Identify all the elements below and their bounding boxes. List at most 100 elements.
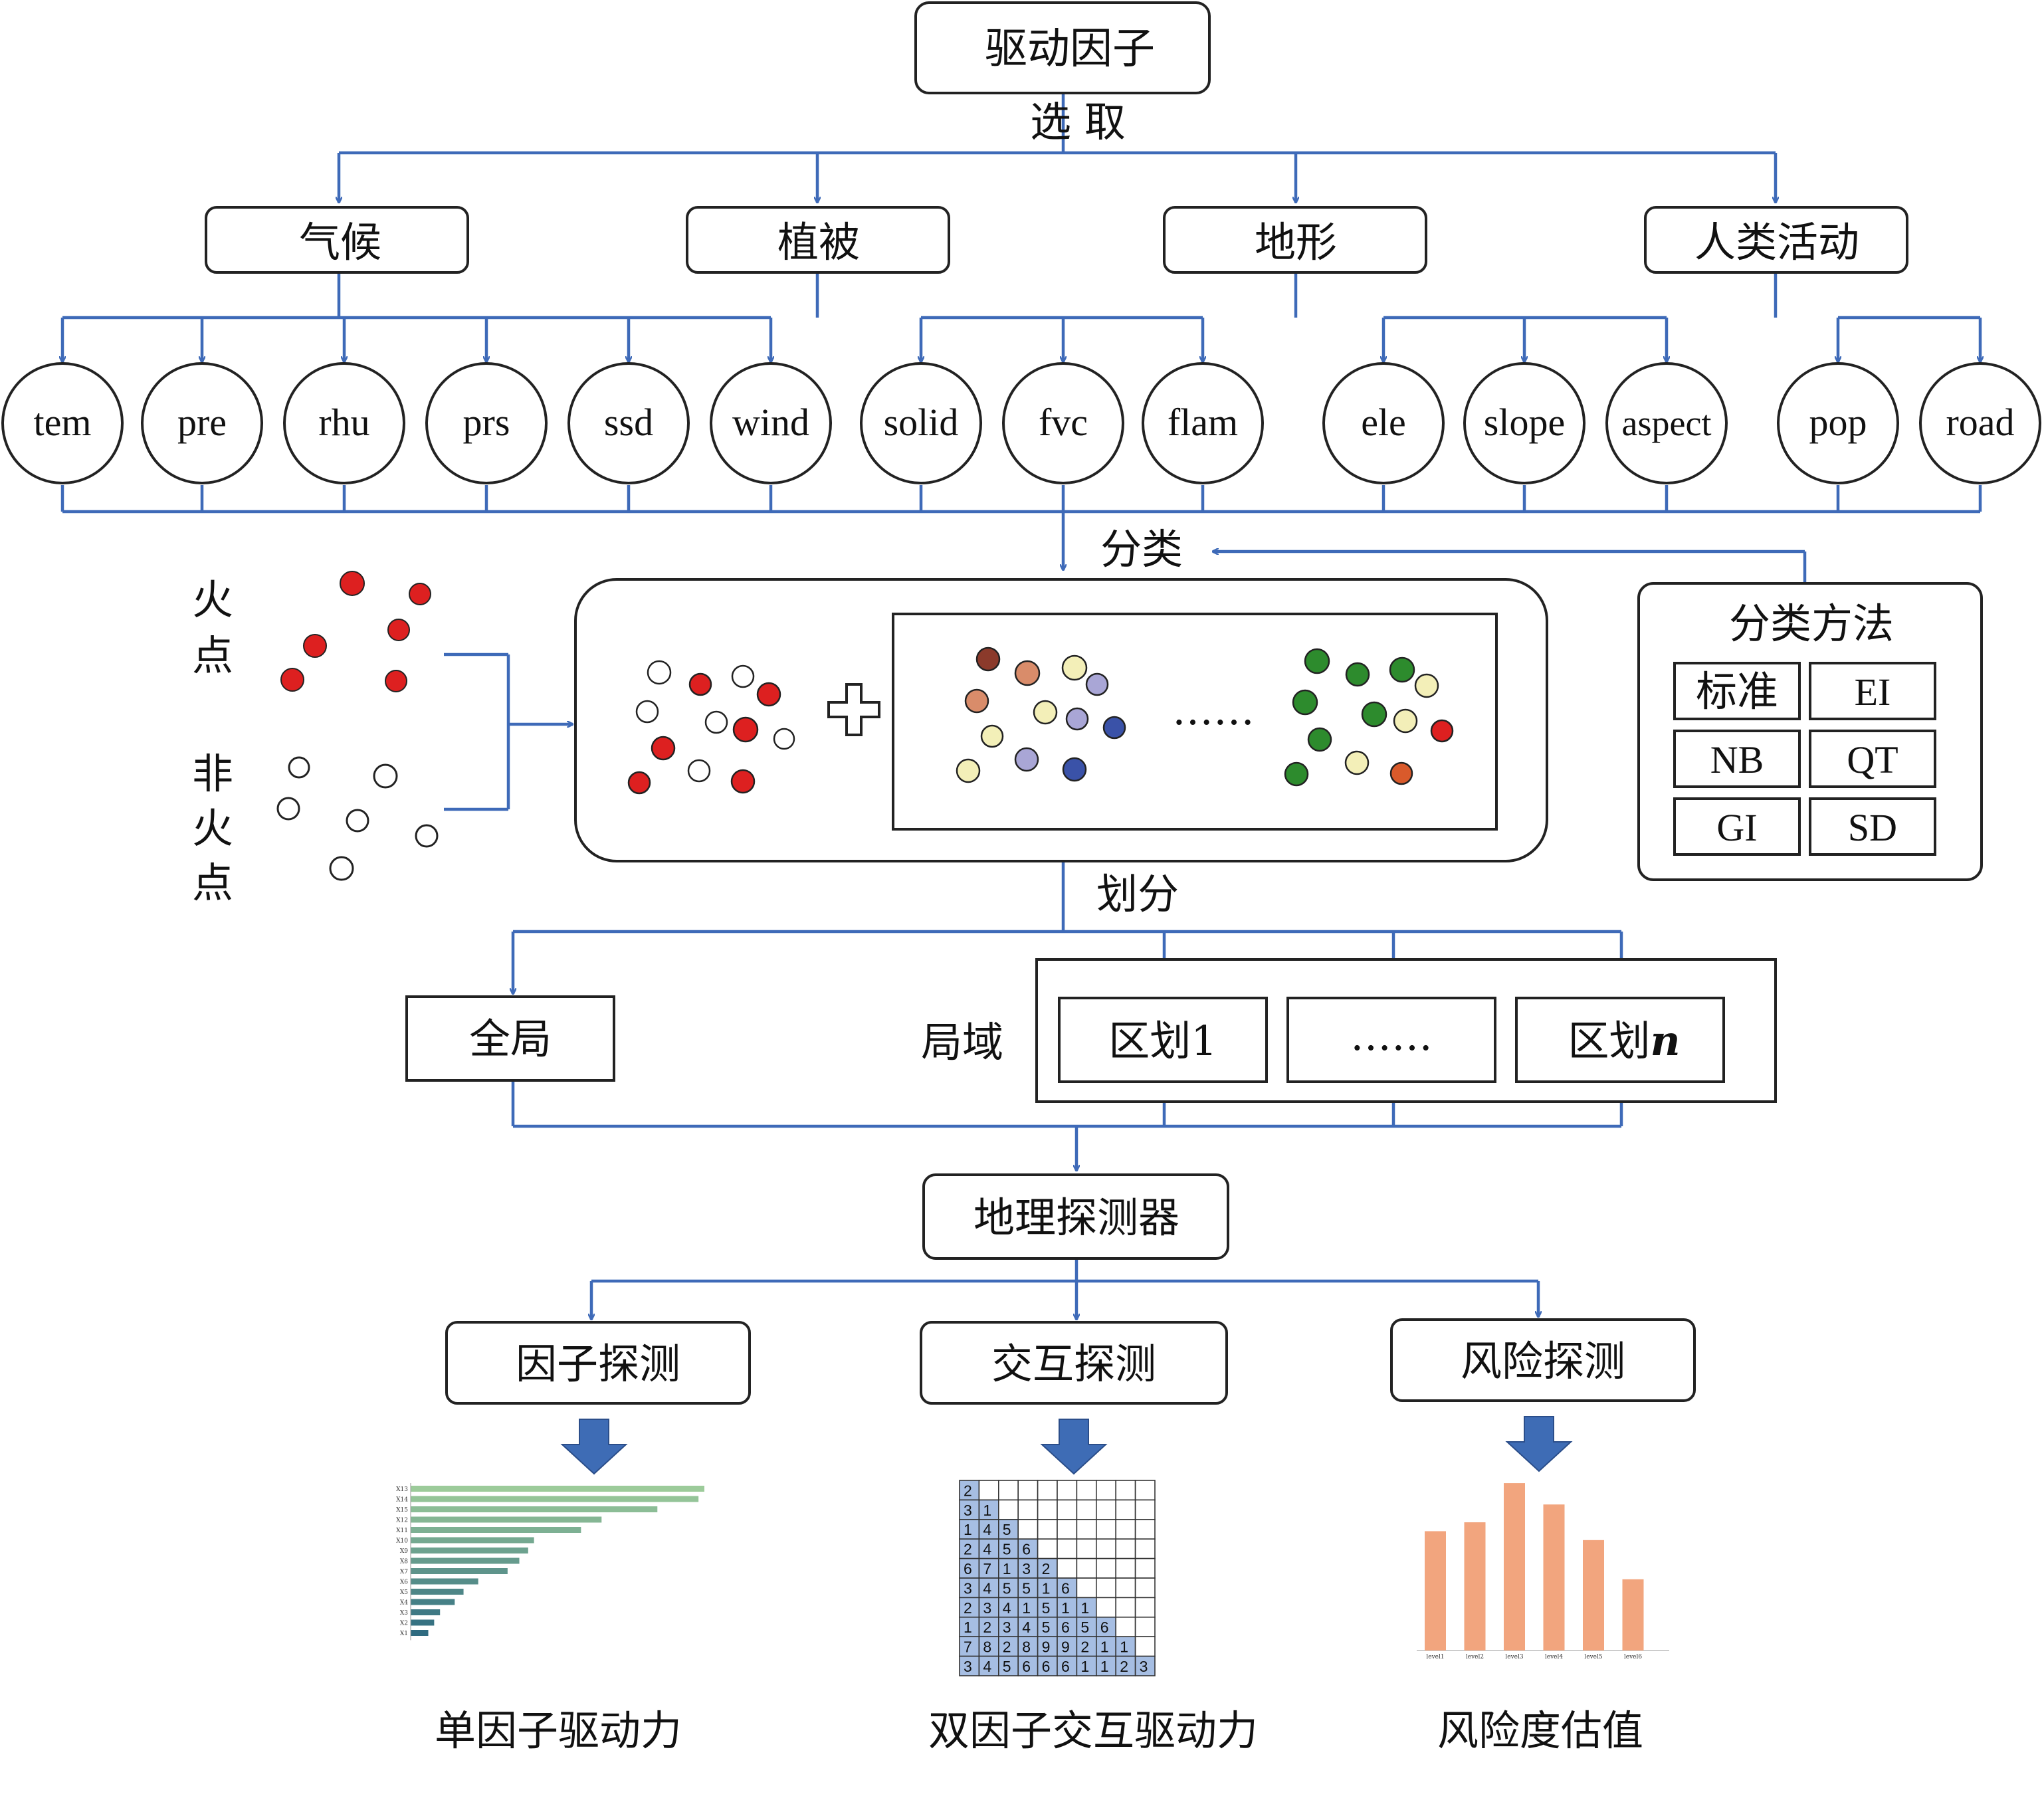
sample-point: [704, 710, 728, 734]
matrix-value: 2: [1120, 1658, 1128, 1675]
factor-label: pre: [177, 401, 227, 444]
matrix-cell: [1037, 1499, 1058, 1520]
zone-1-box: 区划1: [1058, 997, 1268, 1083]
nonfire-point: [288, 756, 310, 779]
matrix-cell: [978, 1480, 999, 1501]
category-human-activity: 人类活动: [1644, 206, 1908, 274]
factor-label: road: [1946, 401, 2014, 444]
risk-bar-label: level6: [1624, 1654, 1642, 1660]
matrix-cell: [1096, 1636, 1117, 1657]
matrix-value: 4: [983, 1658, 991, 1675]
geo-detector-box: 地理探测器: [922, 1173, 1229, 1260]
matrix-cell: [1115, 1538, 1136, 1559]
sample-point: [731, 664, 755, 688]
category-label: 地形: [1255, 218, 1337, 266]
global-label: 全局: [469, 1015, 552, 1063]
matrix-cell: [1134, 1499, 1156, 1520]
matrix-value: 9: [1061, 1639, 1070, 1656]
risk-bar-label: level4: [1545, 1654, 1563, 1660]
fire-points: [280, 571, 431, 692]
matrix-value: 4: [983, 1521, 991, 1538]
matrix-value: 8: [983, 1639, 991, 1656]
down-arrow-icon: [1040, 1419, 1108, 1475]
matrix-cell: [998, 1480, 1019, 1501]
output-caption: 双因子交互驱动力: [928, 1706, 1258, 1755]
factor-label: prs: [463, 401, 510, 444]
matrix-cell: [1134, 1617, 1156, 1638]
factor-node-pop: [1777, 362, 1899, 484]
factor-label: solid: [884, 401, 959, 444]
fire-point: [280, 668, 304, 692]
matrix-cell: [1076, 1519, 1097, 1540]
matrix-cell: [1076, 1480, 1097, 1501]
factor-label: wind: [732, 401, 809, 444]
module-label: 因子探测: [516, 1340, 680, 1388]
sample-point: [756, 682, 781, 707]
factor-bar: [411, 1568, 508, 1574]
factor-bar-label: X5: [400, 1589, 408, 1596]
risk-bar: [1464, 1522, 1486, 1651]
class-point: [956, 758, 981, 783]
down-arrows: [560, 1416, 1573, 1475]
factor-label: fvc: [1039, 401, 1088, 444]
output-caption: 单因子驱动力: [435, 1706, 682, 1755]
matrix-cell: [1096, 1499, 1117, 1520]
category-climate: 气候: [205, 206, 469, 274]
factor-bar: [411, 1599, 455, 1605]
matrix-cell: [1037, 1655, 1058, 1676]
matrix-cell: [1076, 1538, 1097, 1559]
matrix-value: 1: [964, 1619, 972, 1636]
risk-bar: [1622, 1579, 1644, 1651]
module-label: 交互探测: [991, 1340, 1156, 1388]
matrix-cell: [1057, 1480, 1078, 1501]
factor-bar: [411, 1527, 581, 1533]
matrix-value: 1: [1022, 1599, 1031, 1617]
matrix-value: 6: [964, 1560, 972, 1577]
plus-icon: [827, 683, 880, 736]
class-point: [1307, 727, 1332, 752]
classified-points-right: [1284, 648, 1454, 787]
matrix-value: 6: [1061, 1579, 1070, 1597]
matrix-cell: [1134, 1557, 1156, 1579]
matrix-value: 5: [1003, 1579, 1011, 1597]
sample-point: [688, 672, 712, 696]
factor-bar-label: X8: [400, 1559, 408, 1565]
matrix-value: 8: [1022, 1639, 1031, 1656]
factor-node-ele: [1322, 362, 1445, 484]
fire-point: [387, 619, 410, 641]
matrix-cell: [998, 1538, 1019, 1559]
matrix-value: 3: [1140, 1658, 1148, 1675]
sample-point: [627, 771, 651, 795]
matrix-cell: [1017, 1519, 1039, 1540]
down-arrow-icon: [1505, 1416, 1573, 1472]
matrix-cell: [998, 1519, 1019, 1540]
matrix-value: 5: [1022, 1579, 1031, 1597]
matrix-cell: [1115, 1480, 1136, 1501]
fire-point: [409, 583, 431, 605]
factor-bar: [411, 1609, 441, 1615]
matrix-value: 1: [983, 1502, 991, 1519]
factor-node-tem: [1, 362, 124, 484]
factor-label: tem: [34, 401, 92, 444]
class-point: [1389, 656, 1415, 683]
zone-ellipsis: ……: [1350, 1011, 1433, 1060]
nonfire-points: [276, 756, 439, 881]
fire-label-char: 火: [192, 575, 233, 624]
matrix-value: 6: [1042, 1658, 1051, 1675]
method-nb: NB: [1710, 738, 1764, 781]
matrix-cell: [1057, 1557, 1078, 1579]
classification-methods-box: 分类方法 标准 EI NB QT GI SD: [1637, 582, 1983, 881]
factor-node-fvc: [1002, 362, 1124, 484]
matrix-value: 1: [1061, 1599, 1070, 1617]
risk-bar-label: level1: [1426, 1654, 1444, 1660]
factor-bar: [411, 1619, 435, 1626]
category-label: 人类活动: [1694, 218, 1859, 266]
zone-n-label: 区划: [1568, 1017, 1650, 1065]
factor-bar-label: X9: [400, 1548, 408, 1555]
matrix-value: 6: [1061, 1658, 1070, 1675]
factor-bar: [411, 1506, 658, 1512]
matrix-cell: [1017, 1597, 1039, 1618]
factor-circles: [1, 362, 2041, 484]
